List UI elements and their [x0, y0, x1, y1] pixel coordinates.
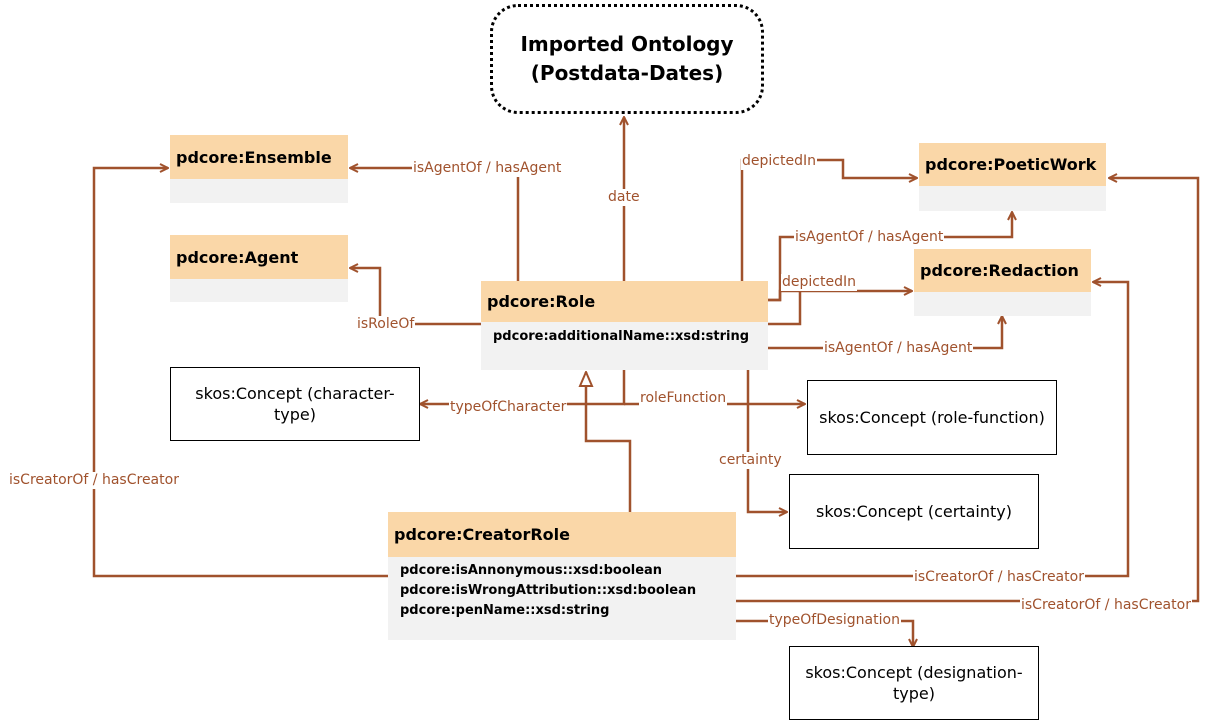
edge-label-role-certainty: certainty: [718, 452, 783, 469]
edge-label-role-redaction-depicted: depictedIn: [781, 274, 857, 291]
class-redaction: pdcore:Redaction: [914, 249, 1091, 316]
class-role-attribute: pdcore:additionalName::xsd:string: [493, 329, 750, 344]
class-role-attributes: pdcore:additionalName::xsd:string: [481, 322, 768, 351]
class-creator-role: pdcore:CreatorRole pdcore:isAnnonymous::…: [388, 512, 736, 640]
edge-role-redaction-depicted: [768, 291, 912, 302]
edge-label-creator-work: isCreatorOf / hasCreator: [1020, 597, 1192, 614]
ontology-subtitle: (Postdata-Dates): [530, 61, 724, 85]
edge-role-ensemble: [350, 168, 520, 282]
class-creator-role-attributes: pdcore:isAnnonymous::xsd:boolean pdcore:…: [388, 557, 736, 626]
edge-creator-work: [736, 178, 1200, 603]
edge-label-role-ensemble: isAgentOf / hasAgent: [412, 160, 563, 177]
concept-certainty: skos:Concept (certainty): [789, 474, 1039, 549]
class-ensemble-title: pdcore:Ensemble: [170, 135, 348, 179]
edge-role-redaction-agent-a: [768, 291, 802, 326]
concept-role-function: skos:Concept (role-function): [807, 380, 1057, 455]
class-ensemble: pdcore:Ensemble: [170, 135, 348, 203]
edge-label-role-date: date: [607, 189, 641, 206]
class-creator-role-attribute: pdcore:isAnnonymous::xsd:boolean: [400, 563, 663, 578]
class-agent-title: pdcore:Agent: [170, 235, 348, 279]
edge-label-role-redaction-agent: isAgentOf / hasAgent: [823, 340, 974, 357]
edge-label-role-function: roleFunction: [639, 390, 728, 407]
class-agent: pdcore:Agent: [170, 235, 348, 302]
edge-label-creator-designation: typeOfDesignation: [768, 612, 901, 629]
class-creator-role-attribute: pdcore:penName::xsd:string: [400, 603, 610, 618]
concept-designation-type: skos:Concept (designation-type): [789, 646, 1039, 720]
ontology-title: Imported Ontology: [520, 32, 734, 56]
edge-label-role-work-depicted: depictedIn: [741, 153, 817, 170]
class-poetic-work: pdcore:PoeticWork: [919, 143, 1106, 211]
imported-ontology: Imported Ontology (Postdata-Dates): [490, 4, 764, 114]
edge-creator-ensemble: [92, 168, 388, 578]
edge-role-certainty: [746, 370, 787, 512]
class-creator-role-title: pdcore:CreatorRole: [388, 512, 736, 557]
edge-label-role-character: typeOfCharacter: [449, 399, 568, 416]
edge-role-agent: [350, 268, 481, 326]
concept-character-type: skos:Concept (character-type): [170, 367, 420, 441]
edge-creator-subclass: [586, 372, 632, 512]
edge-role-work-depicted: [740, 158, 917, 282]
edge-label-creator-redaction: isCreatorOf / hasCreator: [913, 569, 1085, 586]
class-creator-role-attribute: pdcore:isWrongAttribution::xsd:boolean: [400, 583, 697, 598]
class-redaction-title: pdcore:Redaction: [914, 249, 1091, 292]
edge-label-role-work-agent: isAgentOf / hasAgent: [794, 229, 945, 246]
class-role: pdcore:Role pdcore:additionalName::xsd:s…: [481, 281, 768, 370]
class-role-title: pdcore:Role: [481, 281, 768, 322]
edge-label-role-agent: isRoleOf: [356, 316, 416, 333]
class-poetic-work-title: pdcore:PoeticWork: [919, 143, 1106, 186]
edge-label-creator-ensemble: isCreatorOf / hasCreator: [8, 472, 180, 489]
